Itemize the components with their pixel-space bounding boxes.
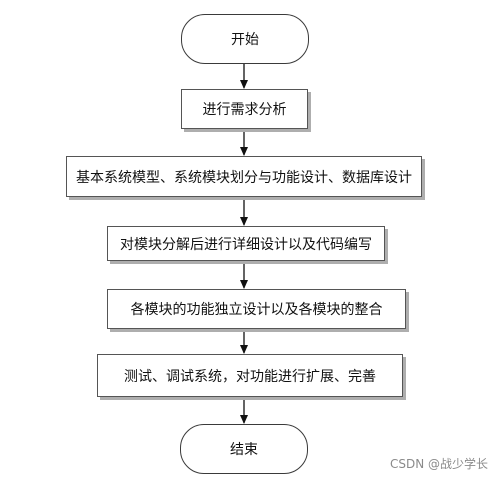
end-node-label: 结束 bbox=[230, 442, 258, 458]
step-label: 各模块的功能独立设计以及各模块的整合 bbox=[130, 302, 383, 318]
start-node-label: 开始 bbox=[231, 32, 259, 48]
start-node: 开始 bbox=[181, 14, 309, 64]
step-testing-and-debugging: 测试、调试系统，对功能进行扩展、完善 bbox=[97, 354, 403, 397]
watermark: CSDN @战少学长 bbox=[389, 457, 488, 471]
step-label: 进行需求分析 bbox=[202, 102, 287, 118]
step-detailed-design-and-coding: 对模块分解后进行详细设计以及代码编写 bbox=[107, 226, 385, 261]
step-module-design-and-integration: 各模块的功能独立设计以及各模块的整合 bbox=[107, 289, 406, 329]
step-label: 测试、调试系统，对功能进行扩展、完善 bbox=[124, 368, 376, 385]
step-requirements-analysis: 进行需求分析 bbox=[181, 89, 308, 129]
step-system-and-database-design: 基本系统模型、系统模块划分与功能设计、数据库设计 bbox=[66, 156, 422, 197]
step-label: 基本系统模型、系统模块划分与功能设计、数据库设计 bbox=[76, 169, 412, 186]
step-label: 对模块分解后进行详细设计以及代码编写 bbox=[120, 236, 372, 253]
end-node: 结束 bbox=[180, 424, 308, 474]
